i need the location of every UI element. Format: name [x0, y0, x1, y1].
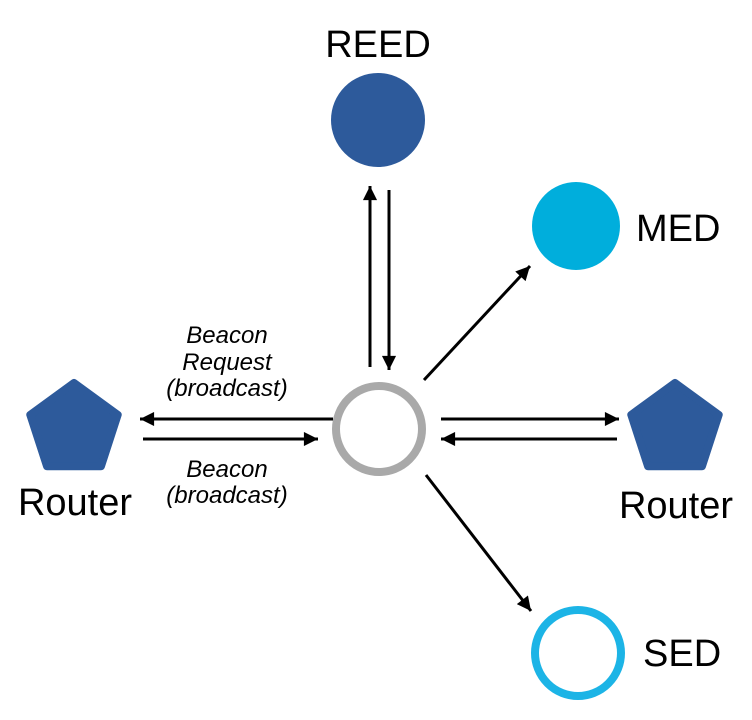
med-label: MED [636, 208, 720, 250]
beacon-line-2: (broadcast) [166, 482, 287, 509]
router-right-label: Router [619, 485, 733, 527]
node-sed: SED [531, 606, 721, 700]
router-left-pentagon-icon [26, 379, 122, 471]
beacon-request-line-2: Request [182, 349, 273, 376]
router-left-label: Router [18, 482, 132, 524]
arrow-center-to-sed [424, 474, 533, 612]
med-circle-icon [532, 182, 620, 270]
beacon-label: Beacon (broadcast) [166, 456, 287, 509]
node-med: MED [532, 182, 720, 270]
sed-label: SED [643, 633, 721, 675]
beacon-line-1: Beacon [186, 456, 267, 483]
joiner-ring-icon [332, 382, 426, 476]
beacon-request-line-1: Beacon [186, 322, 267, 349]
node-joiner [332, 382, 426, 476]
reed-label: REED [325, 24, 431, 66]
node-router-left: Router [18, 379, 132, 524]
router-right-pentagon-icon [627, 379, 723, 471]
sed-ring-icon [531, 606, 625, 700]
reed-circle-icon [331, 73, 425, 167]
arrow-center-to-med [422, 264, 532, 382]
node-router-right: Router [619, 379, 733, 527]
beacon-request-line-3: (broadcast) [166, 375, 287, 402]
node-reed: REED [325, 24, 431, 167]
beacon-request-label: Beacon Request (broadcast) [166, 322, 287, 402]
